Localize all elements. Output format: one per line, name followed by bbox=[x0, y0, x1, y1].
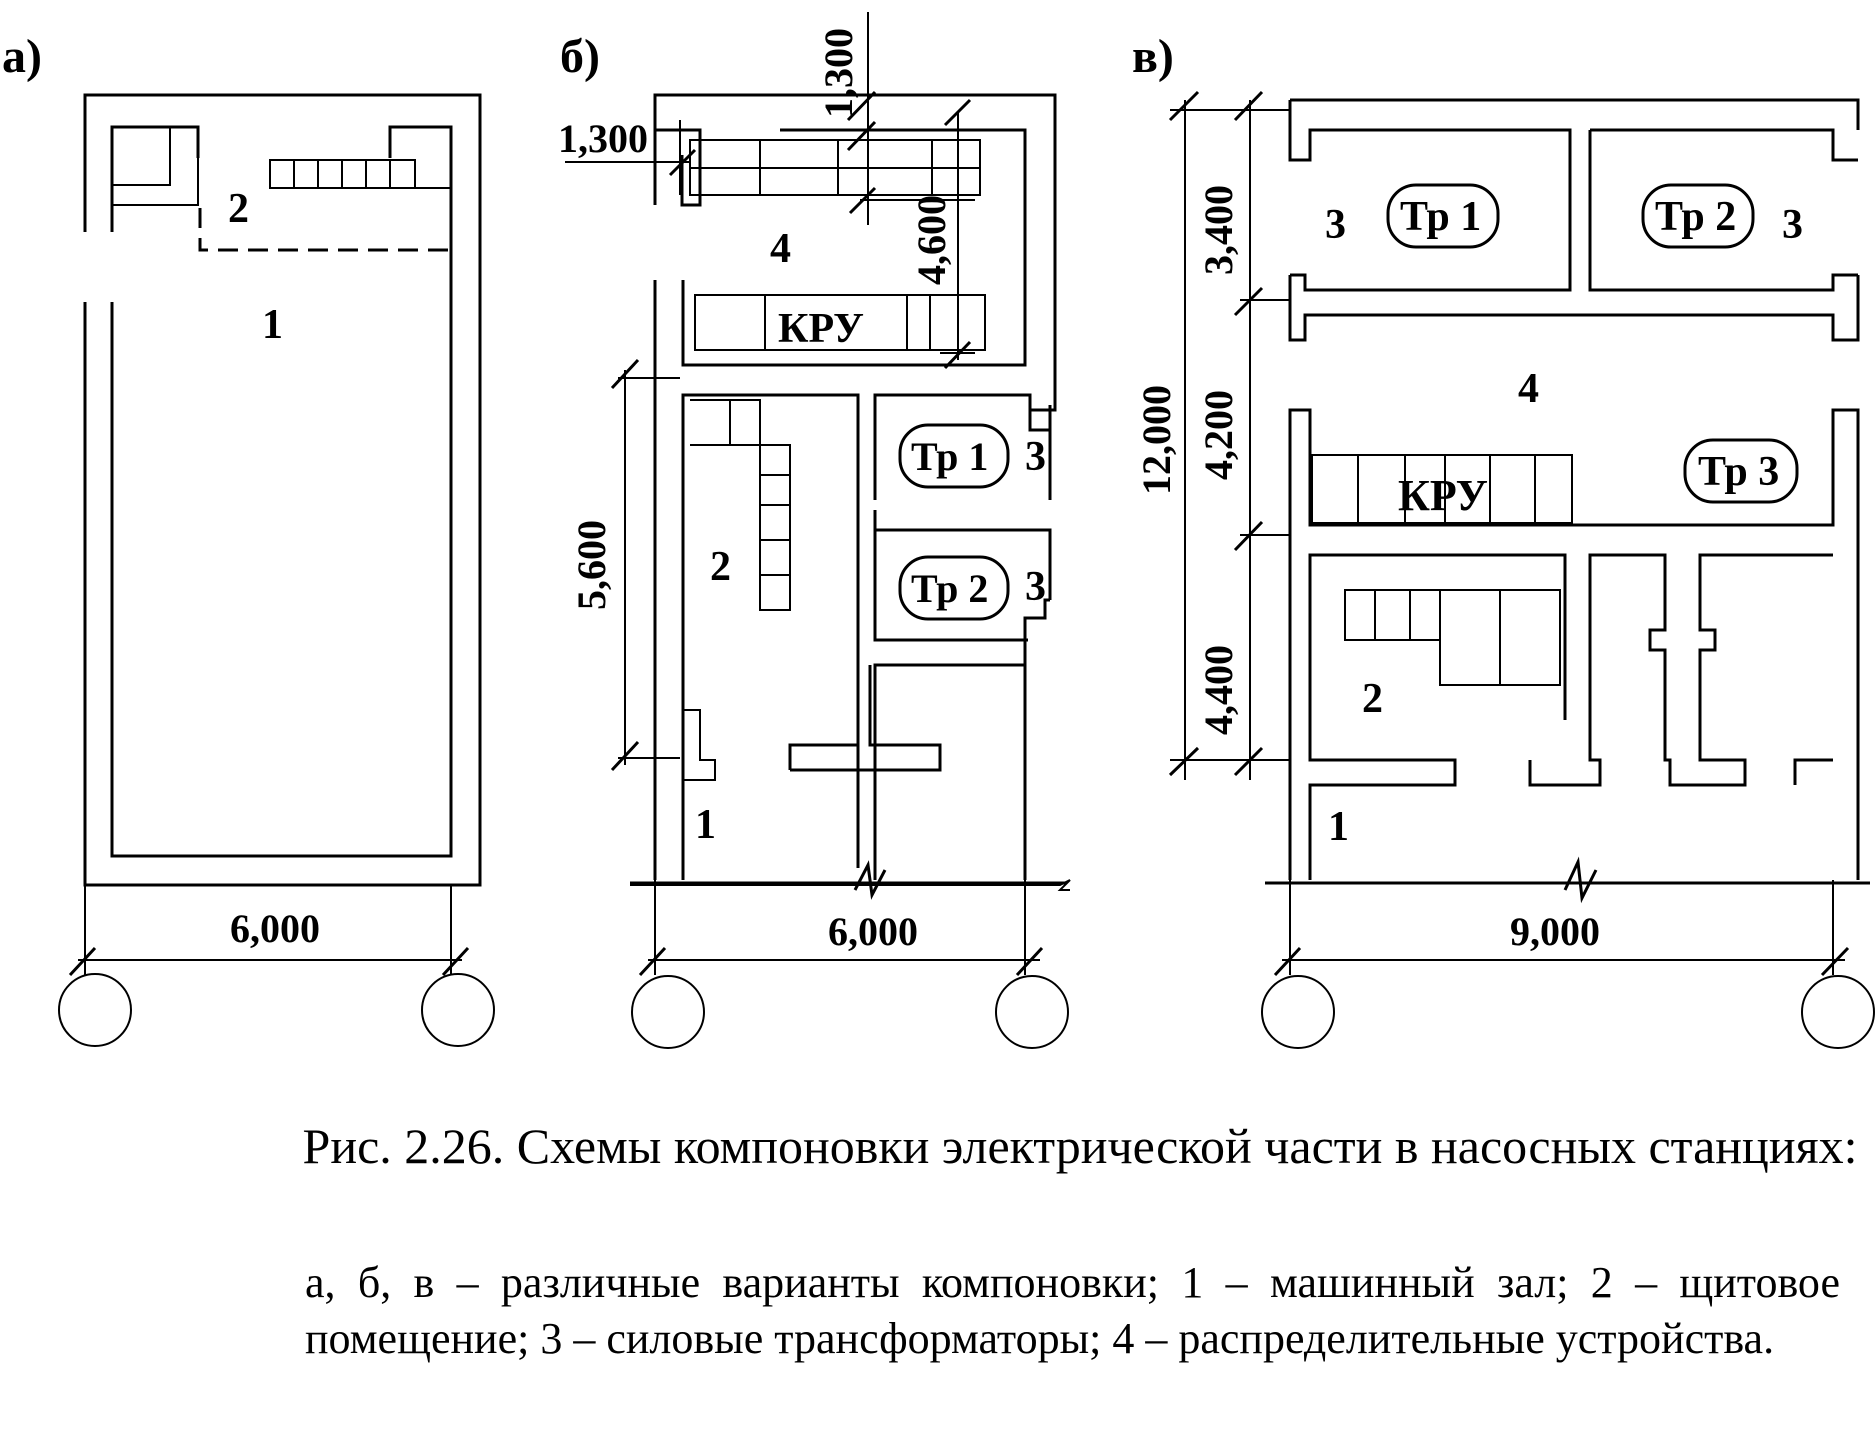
panel-a-panel-small bbox=[112, 127, 171, 186]
panel-c-dim-12000: 12,000 bbox=[1134, 385, 1179, 495]
panel-c-dim-12000-line bbox=[1170, 100, 1290, 780]
panel-a-switchboard-cells bbox=[293, 160, 391, 188]
panel-c-tr2: Тр 2 bbox=[1655, 194, 1736, 240]
panel-b-axis-marker bbox=[631, 975, 705, 1049]
layout-schemes-figure: а) 2 1 6,000 б) Тр 1 bbox=[2, 12, 1875, 1049]
panel-c-kru: КРУ bbox=[1398, 471, 1488, 520]
panel-c-tr-room-2 bbox=[1588, 128, 1858, 292]
panel-a-panel-small bbox=[112, 127, 199, 206]
panel-c-axis-marker bbox=[1261, 975, 1335, 1049]
panel-b-label-3b: 3 bbox=[1025, 564, 1046, 610]
panel-c-tr3-box bbox=[1683, 438, 1799, 504]
panel-c-dim-3400: 3,400 bbox=[1196, 185, 1241, 275]
panel-b-kru: КРУ bbox=[778, 306, 864, 352]
panel-c-main-walls bbox=[1288, 408, 1860, 880]
panel-b-axis-marker bbox=[995, 975, 1069, 1049]
panel-c-label-1: 1 bbox=[1328, 804, 1349, 850]
panel-b-tr1: Тр 1 bbox=[911, 434, 988, 479]
panel-b-dim-width: 6,000 bbox=[828, 909, 918, 954]
panel-a-inner-wall-left bbox=[110, 125, 200, 232]
panel-a-letter: а) bbox=[2, 30, 42, 83]
panel-c-tr2-box bbox=[1641, 183, 1755, 249]
panel-c-dim-4200: 4,200 bbox=[1196, 390, 1241, 480]
panel-a-label-2: 2 bbox=[228, 186, 249, 232]
panel-c-tr3: Тр 3 bbox=[1698, 449, 1779, 495]
panel-b-dim-1300-v: 1,300 bbox=[816, 28, 861, 118]
panel-c-label-4: 4 bbox=[1518, 366, 1539, 412]
panel-c-dim-width: 9,000 bbox=[1510, 909, 1600, 954]
panel-b-label-3a: 3 bbox=[1025, 434, 1046, 480]
panel-b-tr2: Тр 2 bbox=[911, 566, 988, 611]
panel-c-kru-row bbox=[1311, 454, 1573, 524]
panel-a-axis-marker bbox=[58, 973, 132, 1047]
panel-b-tr1-box bbox=[898, 423, 1010, 489]
figure-caption-body: а, б, в – различные варианты компоновки;… bbox=[305, 1258, 1840, 1363]
panel-b-outer-wall bbox=[653, 93, 1057, 412]
panel-c-dim-4400: 4,400 bbox=[1196, 645, 1241, 735]
panel-b-dim-4600: 4,600 bbox=[909, 195, 954, 285]
panel-c-partitions bbox=[1528, 553, 1833, 787]
panel-b-kru-row bbox=[694, 294, 986, 351]
panel-b-tr2-cell bbox=[873, 510, 1052, 575]
panel-c-axis-marker bbox=[1801, 975, 1875, 1049]
panel-b-tr1-cell bbox=[873, 393, 1052, 500]
panel-c: в) Тр 1 Тр 2 3 3 4 КРУ Тр 3 2 1 9,0 bbox=[1132, 30, 1875, 1049]
panel-c-label-3a: 3 bbox=[1325, 202, 1346, 248]
panel-a-label-1: 1 bbox=[262, 302, 283, 348]
panel-b-letter: б) bbox=[560, 30, 600, 83]
panel-b-t-partition bbox=[788, 665, 942, 772]
panel-b-switchboard bbox=[690, 399, 791, 611]
panel-a-inner-wall bbox=[110, 125, 453, 858]
panel-a-outer-wall bbox=[83, 93, 482, 887]
panel-a-axis-marker bbox=[421, 973, 495, 1047]
panel-c-label-3b: 3 bbox=[1782, 202, 1803, 248]
panel-a-dashed-boundary bbox=[198, 208, 450, 252]
panel-b-label-4: 4 bbox=[770, 226, 791, 272]
panel-c-tr1: Тр 1 bbox=[1400, 194, 1481, 240]
panel-b-label-1: 1 bbox=[695, 802, 716, 848]
figure-caption-title: Рис. 2.26. Схемы компоновки электрическо… bbox=[302, 1118, 1858, 1174]
panel-b-ru-inner bbox=[681, 128, 1027, 367]
panel-b-label-2: 2 bbox=[710, 544, 731, 590]
panel-b: б) Тр 1 Тр 2 3 3 КРУ 4 2 1 bbox=[558, 12, 1071, 1049]
panel-c-tr1-box bbox=[1386, 183, 1500, 249]
panel-c-corridor-wall bbox=[1288, 275, 1860, 342]
panel-b-hall-wall bbox=[681, 393, 860, 880]
panel-c-letter: в) bbox=[1132, 30, 1174, 83]
panel-c-label-2: 2 bbox=[1362, 676, 1383, 722]
panel-a-dim-width: 6,000 bbox=[230, 906, 320, 951]
panel-c-switchboard bbox=[1344, 589, 1561, 686]
panel-b-tr2-box bbox=[898, 555, 1010, 621]
panel-c-tr-room-1 bbox=[1288, 100, 1572, 292]
panel-b-dim-5600: 5,600 bbox=[569, 520, 614, 610]
panel-a: а) 2 1 6,000 bbox=[2, 30, 495, 1047]
panel-b-dim-5600-line bbox=[618, 370, 680, 765]
panel-b-dim-1300-h: 1,300 bbox=[558, 116, 648, 161]
